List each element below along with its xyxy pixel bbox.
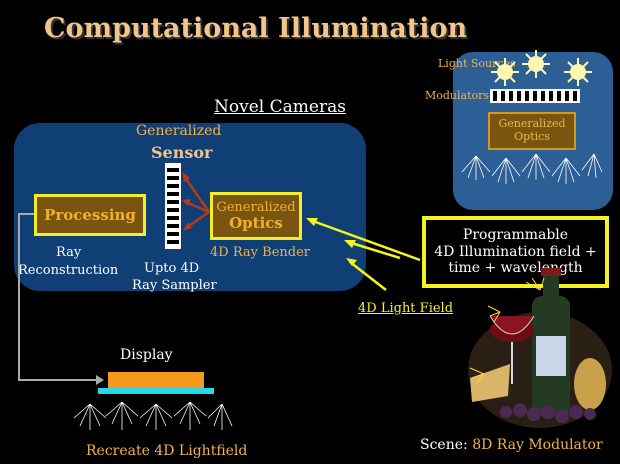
ray-fan-icon (461, 153, 603, 184)
scene-label: Scene: 8D Ray Modulator (420, 437, 603, 453)
scene-prefix: Scene: (420, 437, 473, 453)
display-screen (108, 372, 204, 388)
recreate-lightfield-label: Recreate 4D Lightfield (86, 443, 248, 459)
modulators-label: Modulators (425, 89, 490, 102)
optics-label-top: Generalized (216, 199, 296, 215)
ray-bender-label: 4D Ray Bender (210, 245, 310, 260)
connector-arrowhead-icon (96, 375, 104, 385)
sun-icon (491, 50, 592, 86)
slide-title: Computational Illumination (44, 13, 468, 44)
wine-scene-illustration (468, 268, 612, 428)
sensor-label-top: Generalized (136, 123, 222, 139)
display-base (98, 388, 214, 394)
sensor-bar-icon (165, 163, 181, 249)
optics-box: Generalized Optics (210, 192, 302, 240)
novel-cameras-heading: Novel Cameras (214, 97, 346, 117)
programmable-line-2: 4D Illumination field + (434, 243, 597, 260)
display-label: Display (120, 347, 173, 363)
light-sources-label: Light Sources (438, 57, 516, 70)
optics-label-bottom: Optics (229, 213, 283, 232)
scene-value: 8D Ray Modulator (472, 437, 603, 453)
ray-reconstruction-label-2: Reconstruction (18, 263, 119, 278)
ray-sampler-label-2: Ray Sampler (132, 278, 217, 293)
programmable-line-1: Programmable (462, 226, 569, 243)
ray-sampler-label-1: Upto 4D (144, 261, 200, 276)
right-optics-label-2: Optics (514, 130, 550, 143)
processing-label: Processing (44, 206, 136, 224)
processing-box: Processing (34, 194, 146, 236)
display-ray-fan-icon (73, 401, 233, 430)
ray-arrowheads-icon (182, 172, 192, 231)
sensor-label-bottom: Sensor (151, 143, 213, 162)
right-optics-box: Generalized Optics (488, 112, 576, 150)
light-field-arrows-icon (309, 218, 421, 291)
processing-display-connector (18, 213, 96, 381)
programmable-box: Programmable 4D Illumination field + tim… (422, 216, 609, 288)
right-optics-label-1: Generalized (498, 117, 566, 131)
light-field-label: 4D Light Field (358, 301, 454, 316)
ray-reconstruction-label-1: Ray (56, 245, 82, 260)
light-field-arrowheads-icon (306, 218, 357, 266)
modulator-bar-icon (490, 89, 580, 103)
